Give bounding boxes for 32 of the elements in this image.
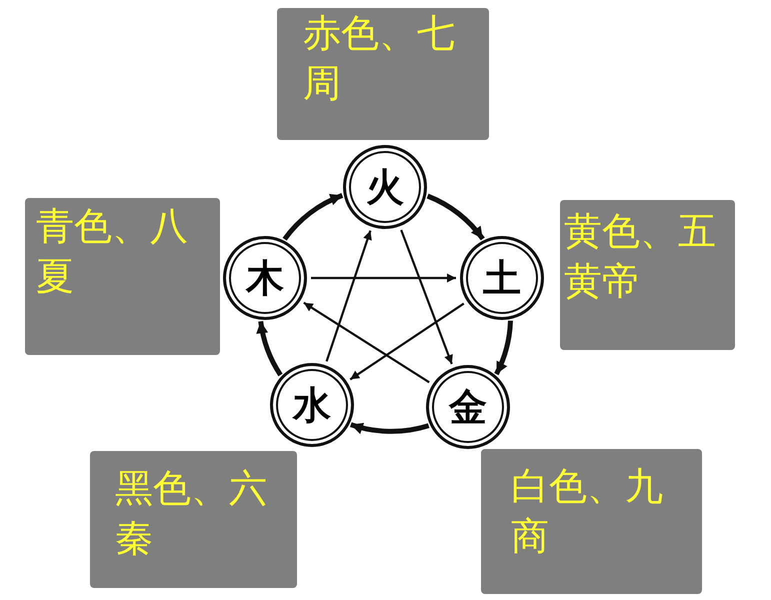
box-text: 商 — [511, 513, 549, 560]
box-text: 黄帝 — [564, 258, 640, 305]
element-character: 木 — [246, 259, 284, 297]
arrow — [350, 302, 464, 380]
arrow — [326, 230, 372, 362]
box-text: 夏 — [36, 253, 74, 300]
element-character: 水 — [293, 386, 331, 424]
box-text: 青色、八 — [36, 203, 188, 250]
curved-arrow — [426, 194, 485, 240]
arrow — [400, 230, 453, 364]
info-box — [481, 449, 702, 594]
element-character: 土 — [483, 259, 521, 297]
curved-arrow — [256, 320, 283, 376]
info-box — [90, 451, 297, 588]
box-text: 赤色、七 — [303, 10, 455, 57]
box-text: 黄色、五 — [564, 208, 716, 255]
element-character: 金 — [449, 388, 487, 426]
arrow — [311, 274, 456, 282]
box-text: 周 — [303, 60, 341, 107]
curved-arrow — [350, 422, 430, 434]
curved-arrow — [494, 320, 513, 376]
info-box — [25, 198, 220, 355]
arrow — [303, 302, 430, 384]
element-circle — [223, 236, 307, 320]
info-box — [560, 200, 735, 350]
box-text: 白色、九 — [511, 463, 663, 510]
element-circle — [426, 365, 510, 449]
info-box — [277, 8, 489, 140]
curved-arrow — [282, 193, 344, 241]
box-text: 秦 — [115, 515, 153, 562]
box-text: 黑色、六 — [115, 465, 267, 512]
element-character: 火 — [366, 168, 404, 206]
